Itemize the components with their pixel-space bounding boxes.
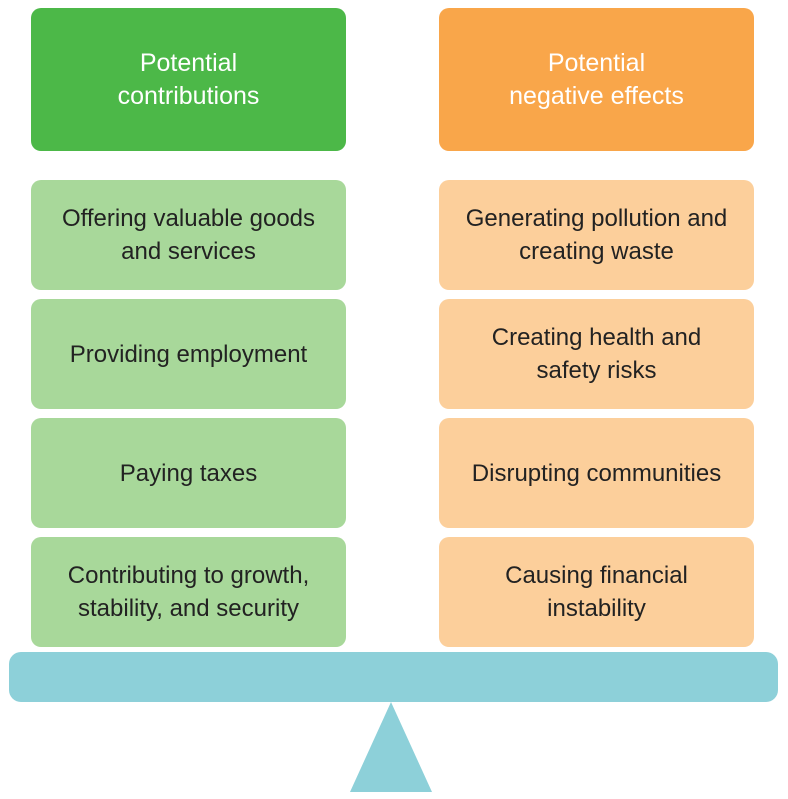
contribution-label: Paying taxes [119, 459, 258, 487]
negative-effect-box: Disrupting communities [439, 418, 754, 528]
contribution-box: Contributing to growth, stability, and s… [31, 537, 346, 647]
balance-beam [9, 652, 778, 702]
contribution-label: Contributing to growth, stability, and s… [67, 562, 310, 622]
contribution-label: Providing employment [69, 340, 308, 368]
negative-effect-box: Generating pollution and creating waste [439, 180, 754, 290]
negative-effects-header: Potential negative effects [439, 8, 754, 151]
contributions-header: Potential contributions [31, 8, 346, 151]
negative-effect-label: Disrupting communities [471, 459, 722, 487]
contribution-box: Providing employment [31, 299, 346, 409]
negative-effect-box: Causing financial instability [439, 537, 754, 647]
negative-effect-label: Creating health and safety risks [491, 324, 702, 384]
negative-effects-header-label: Potential negative effects [509, 48, 684, 110]
contribution-box: Paying taxes [31, 418, 346, 528]
contribution-box: Offering valuable goods and services [31, 180, 346, 290]
negative-effect-box: Creating health and safety risks [439, 299, 754, 409]
negative-effect-label: Generating pollution and creating waste [465, 205, 728, 265]
contributions-header-label: Potential contributions [117, 48, 260, 110]
negative-effect-label: Causing financial instability [505, 562, 688, 622]
fulcrum-triangle [350, 702, 432, 792]
contribution-label: Offering valuable goods and services [61, 205, 316, 265]
